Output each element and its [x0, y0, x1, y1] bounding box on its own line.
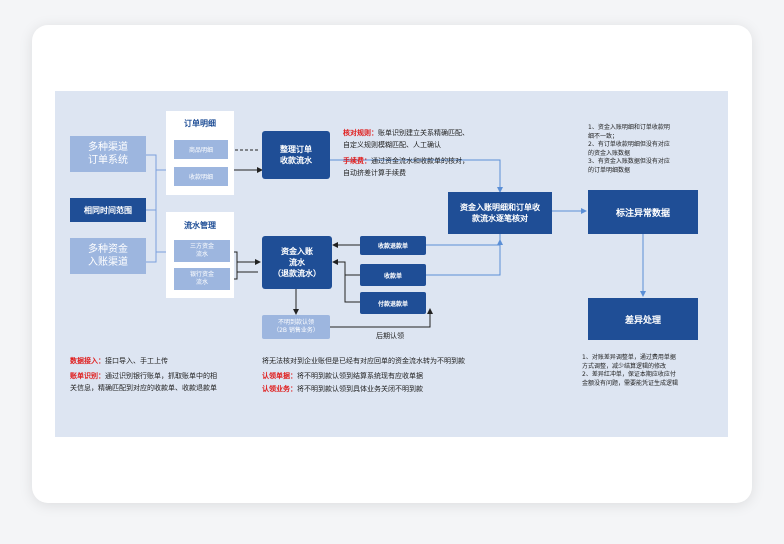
claim-business-label: 认领业务： — [262, 385, 297, 393]
later-claim-label: 后期认领 — [376, 332, 404, 340]
rule-matching-label: 核对规则： — [343, 129, 378, 137]
abnormal-notes: 1、资金入账明细和订单收款明 细不一致； 2、有订单收款明细但没有对应 的资金入… — [588, 124, 670, 174]
claim-business-note: 认领业务：将不明到款认领到具体业务关闭不明到款 — [262, 383, 562, 395]
receipt-detail-box: 收款明细 — [174, 167, 228, 186]
funds-flow-box: 资金入账 流水 （退款流水） — [262, 236, 332, 289]
product-detail-box: 商品明细 — [174, 140, 228, 159]
claim-business-text: 将不明到款认领到具体业务关闭不明到款 — [297, 385, 423, 393]
claim-bill-note: 认领单据：将不明到款认领到结算系统现有应收单据 — [262, 370, 562, 382]
order-detail-title: 订单明细 — [184, 119, 216, 128]
flow-management-title: 流水管理 — [184, 221, 216, 230]
data-access-label: 数据接入： — [70, 357, 105, 365]
organize-order-box: 整理订单 收款流水 — [262, 131, 330, 179]
payment-refund-box: 付款退款单 — [360, 292, 426, 314]
unmatched-payment-box: 不明到款认领 （2B 销售业务） — [262, 315, 330, 339]
data-access-text: 接口导入、手工上传 — [105, 357, 168, 365]
bill-recognition-label: 账单识别： — [70, 372, 105, 380]
rule-fee-text: 通过资金流水和收款单的核对， 自动挤差计算手续费 — [343, 157, 469, 177]
receipt-refund-box: 收款退款单 — [360, 236, 426, 255]
claim-bill-text: 将不明到款认领到结算系统现有应收单据 — [297, 372, 423, 380]
bill-recognition-note: 账单识别：通过识别银行账单，抓取账单中的相 关信息，精确匹配到对应的收款单、收款… — [70, 370, 250, 394]
claim-bill-label: 认领单据： — [262, 372, 297, 380]
order-channels-box: 多种渠道 订单系统 — [70, 136, 146, 172]
rule-fee-label: 手续费： — [343, 157, 371, 165]
rule-fee: 手续费：通过资金流水和收款单的核对， 自动挤差计算手续费 — [343, 155, 503, 179]
time-range-box: 相同时间范围 — [70, 198, 146, 222]
unclaimed-note: 将无法核对到企业账但是已经有对应回单的资金流水转为不明到款 — [262, 357, 465, 365]
diff-handle-box: 差异处理 — [588, 298, 698, 340]
receipt-box: 收款单 — [360, 264, 426, 286]
rule-matching: 核对规则：账单识别建立关系精确匹配、 自定义规则模糊匹配、人工确认 — [343, 127, 503, 151]
data-access-note: 数据接入：接口导入、手工上传 — [70, 355, 168, 367]
rule-matching-text: 账单识别建立关系精确匹配、 自定义规则模糊匹配、人工确认 — [343, 129, 469, 149]
fund-channels-box: 多种资金 入账渠道 — [70, 238, 146, 274]
mark-abnormal-box: 标注异常数据 — [588, 190, 698, 234]
bank-flow-box: 银行资金 流水 — [174, 268, 230, 290]
third-party-flow-box: 三方资金 流水 — [174, 240, 230, 262]
reconcile-box: 资金入账明细和订单收 款流水逐笔核对 — [448, 192, 552, 234]
bill-recognition-text: 通过识别银行账单，抓取账单中的相 关信息，精确匹配到对应的收款单、收款退款单 — [70, 372, 217, 392]
diff-notes: 1、对账差异调整单，通过费用单据 方式调整，减少结算逻辑的修改 2、差异红冲单，… — [582, 354, 679, 387]
